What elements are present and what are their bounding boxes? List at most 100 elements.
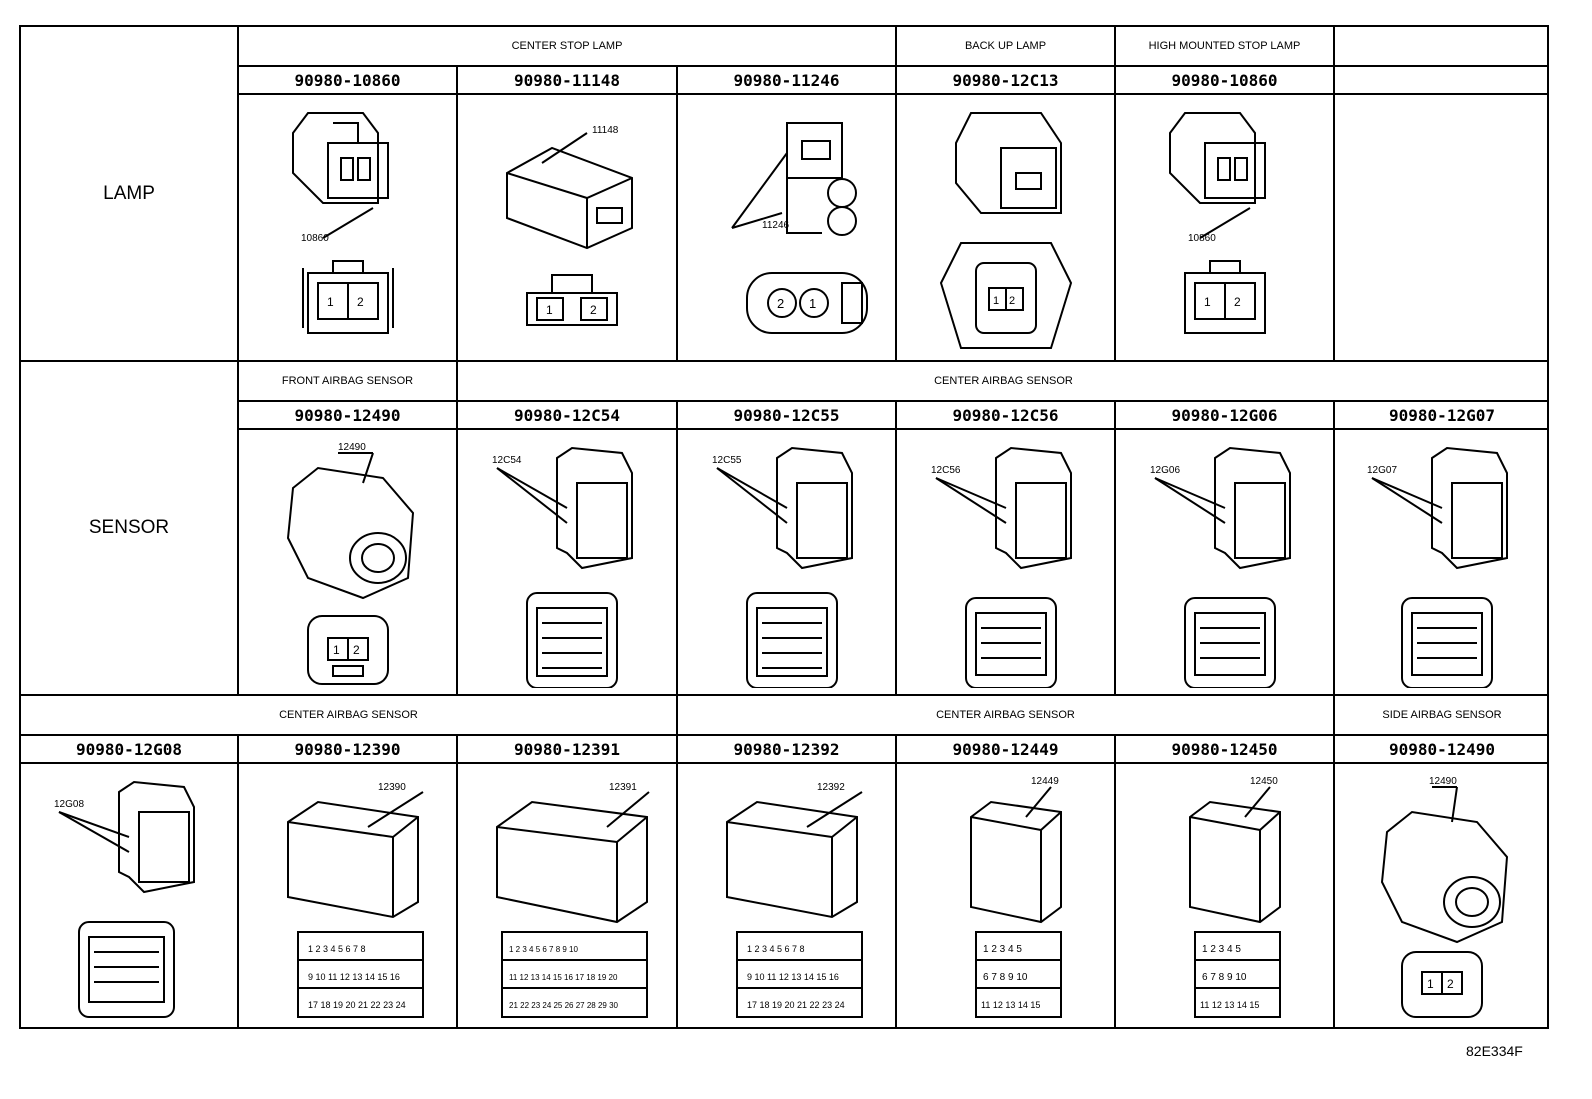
pin-label: 2: [590, 303, 597, 317]
connector-illustration: 10860 1 2: [1168, 112, 1266, 334]
part-number: 90980-10860: [239, 67, 458, 95]
connector-drawing: 11148 1 2: [458, 95, 678, 362]
connector-illustration: 12G08: [54, 780, 195, 1018]
connector-drawing: 10860 1 2: [239, 95, 458, 362]
connector-drawing: 12449 1 2 3 4 5 6 7 8 9 10 11 12 13 14 1…: [897, 764, 1116, 1029]
connector-drawing: 12392 1 2 3 4 5 6 7 8 9 10 11 12 13 14 1…: [678, 764, 897, 1029]
connector-drawing: 12391 1 2 3 4 5 6 7 8 9 10 11 12 13 14 1…: [458, 764, 678, 1029]
connector-illustration: 12449 1 2 3 4 5 6 7 8 9 10 11 12 13 14 1…: [969, 776, 1062, 1018]
part-number: [1335, 67, 1549, 95]
connector-drawing: 12G06: [1116, 430, 1335, 696]
pin-row-top: 1 2 3 4 5: [1202, 944, 1241, 955]
connector-table: LAMP CENTER STOP LAMP BACK UP LAMP HIGH …: [19, 25, 1549, 1029]
group-header-empty: [1335, 27, 1549, 67]
pin-label: 2: [777, 296, 784, 311]
part-number: 90980-12490: [239, 402, 458, 430]
callout-label: 12G06: [1150, 465, 1180, 476]
pin-row-bottom: 17 18 19 20 21 22 23 24: [308, 1000, 406, 1010]
pin-row-middle: 9 10 11 12 13 14 15 16: [747, 972, 839, 982]
group-header-center-stop-lamp: CENTER STOP LAMP: [239, 27, 897, 67]
part-number: 90980-12449: [897, 736, 1116, 764]
pin-row-top: 1 2 3 4 5 6 7 8 9 10: [509, 945, 578, 954]
row-label-lamp: LAMP: [21, 27, 239, 362]
part-number: 90980-12G07: [1335, 402, 1549, 430]
group-header-back-up-lamp: BACK UP LAMP: [897, 27, 1116, 67]
pin-label: 1: [993, 295, 999, 307]
pin-row-middle: 11 12 13 14 15 16 17 18 19 20: [509, 973, 618, 982]
part-number: 90980-12G06: [1116, 402, 1335, 430]
connector-drawing: 12C56: [897, 430, 1116, 696]
group-header-center-airbag-sensor: CENTER AIRBAG SENSOR: [458, 362, 1549, 402]
callout-label: 12490: [338, 442, 366, 453]
connector-drawing: 12C54: [458, 430, 678, 696]
pin-label: 2: [1009, 295, 1015, 307]
connector-illustration: 12C54: [492, 446, 633, 688]
pin-row-bottom: 11 12 13 14 15: [1200, 1000, 1259, 1010]
connector-drawing: 10860 1 2: [1116, 95, 1335, 362]
pin-label: 2: [357, 295, 364, 309]
pin-row-top: 1 2 3 4 5 6 7 8: [747, 944, 805, 954]
connector-drawing: 12C55: [678, 430, 897, 696]
group-header-high-mounted-stop-lamp: HIGH MOUNTED STOP LAMP: [1116, 27, 1335, 67]
part-number: 90980-12390: [239, 736, 458, 764]
connector-illustration: 12392 1 2 3 4 5 6 7 8 9 10 11 12 13 14 1…: [725, 782, 863, 1018]
pin-row-middle: 6 7 8 9 10: [1202, 972, 1247, 983]
connector-drawing: 12G07: [1335, 430, 1549, 696]
callout-label: 12C55: [712, 455, 742, 466]
group-header-center-airbag-sensor: CENTER AIRBAG SENSOR: [678, 696, 1335, 736]
pin-label: 2: [1447, 977, 1454, 991]
connector-drawing: 12490 1 2: [239, 430, 458, 696]
pin-label: 1: [1427, 977, 1434, 991]
part-number: 90980-12C55: [678, 402, 897, 430]
connector-illustration: 12490 1 2: [286, 442, 414, 685]
pin-row-bottom: 11 12 13 14 15: [981, 1000, 1040, 1010]
connector-illustration: 10860 1 2: [291, 112, 394, 334]
callout-label: 12391: [609, 782, 637, 793]
connector-drawing: 1 2: [897, 95, 1116, 362]
connector-drawing: 12450 1 2 3 4 5 6 7 8 9 10 11 12 13 14 1…: [1116, 764, 1335, 1029]
part-number: 90980-12C56: [897, 402, 1116, 430]
group-header-center-airbag-sensor: CENTER AIRBAG SENSOR: [21, 696, 678, 736]
empty-cell: [1335, 95, 1549, 362]
callout-label: 11246: [762, 220, 790, 231]
pin-row-top: 1 2 3 4 5 6 7 8: [308, 944, 366, 954]
connector-drawing: 12390 1 2 3 4 5 6 7 8 9 10 11 12 13 14 1…: [239, 764, 458, 1029]
pin-label: 1: [809, 296, 816, 311]
pin-row-bottom: 21 22 23 24 25 26 27 28 29 30: [509, 1001, 619, 1010]
connector-drawing: 12490 1 2: [1335, 764, 1549, 1029]
part-number: 90980-12C13: [897, 67, 1116, 95]
part-number: 90980-10860: [1116, 67, 1335, 95]
callout-label: 12392: [817, 782, 845, 793]
connector-illustration: 12G06: [1150, 446, 1291, 688]
row-label-sensor: SENSOR: [21, 362, 239, 696]
callout-label: 12G08: [54, 799, 84, 810]
connector-illustration: 12490 1 2: [1380, 776, 1509, 1018]
connector-illustration: 12C56: [931, 446, 1072, 688]
figure-code: 82E334F: [1466, 1043, 1523, 1059]
callout-label: 10860: [301, 233, 329, 244]
part-number: 90980-12C54: [458, 402, 678, 430]
pin-label: 1: [1204, 295, 1211, 309]
connector-illustration: 12391 1 2 3 4 5 6 7 8 9 10 11 12 13 14 1…: [496, 782, 650, 1018]
connector-illustration: 12450 1 2 3 4 5 6 7 8 9 10 11 12 13 14 1…: [1188, 776, 1281, 1018]
pin-row-top: 1 2 3 4 5: [983, 944, 1022, 955]
part-number: 90980-12G08: [21, 736, 239, 764]
pin-label: 2: [1234, 295, 1241, 309]
part-number: 90980-12392: [678, 736, 897, 764]
callout-label: 12390: [378, 782, 406, 793]
connector-illustration: 12C55: [712, 446, 853, 688]
callout-label: 11148: [592, 125, 619, 136]
pin-row-bottom: 17 18 19 20 21 22 23 24: [747, 1000, 845, 1010]
part-number: 90980-12490: [1335, 736, 1549, 764]
pin-label: 1: [333, 643, 340, 657]
callout-label: 12450: [1250, 776, 1278, 787]
callout-label: 12C56: [931, 465, 961, 476]
connector-drawing: 12G08: [21, 764, 239, 1029]
pin-label: 1: [546, 303, 553, 317]
callout-label: 12C54: [492, 455, 522, 466]
connector-illustration: 11246 2 1: [730, 122, 868, 334]
pin-row-middle: 6 7 8 9 10: [983, 972, 1028, 983]
part-number: 90980-11148: [458, 67, 678, 95]
part-number: 90980-12450: [1116, 736, 1335, 764]
callout-label: 12G07: [1367, 465, 1397, 476]
